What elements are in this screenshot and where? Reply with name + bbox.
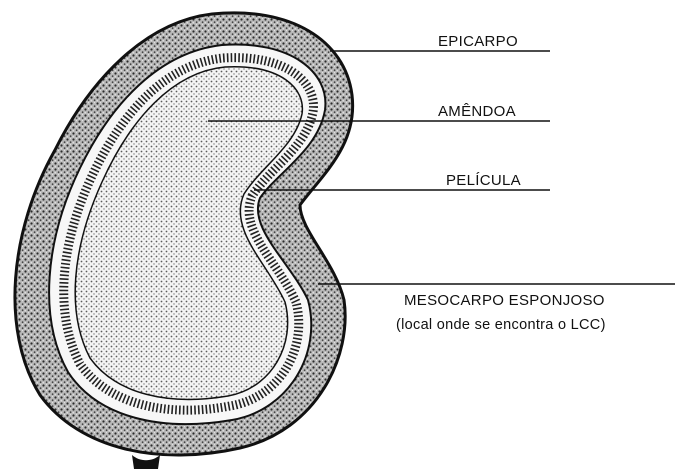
label-epicarpo: EPICARPO	[438, 33, 518, 50]
label-mesocarpo-line2: (local onde se encontra o LCC)	[396, 317, 606, 333]
label-pelicula: PELÍCULA	[446, 172, 521, 189]
label-mesocarpo-line1: MESOCARPO ESPONJOSO	[404, 292, 605, 309]
stem-remnant	[132, 455, 160, 469]
label-amendoa: AMÊNDOA	[438, 103, 516, 120]
